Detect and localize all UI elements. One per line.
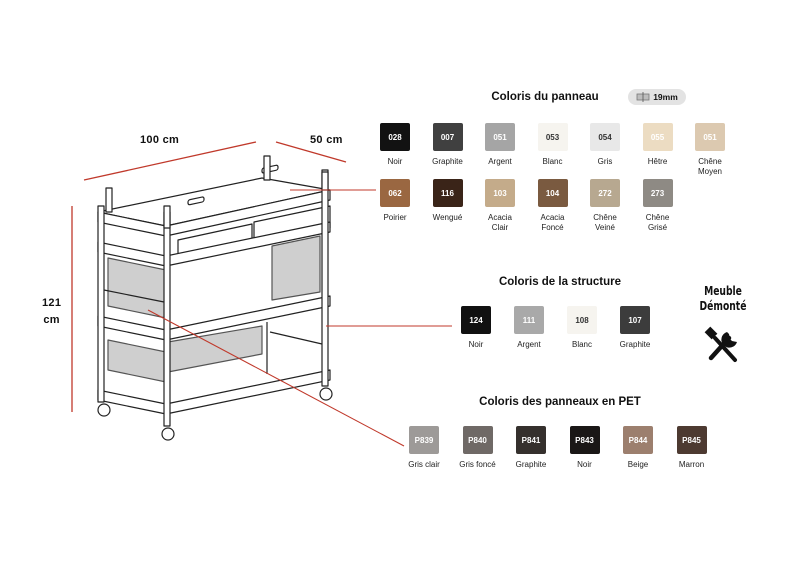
panel-color-swatch-name: Graphite: [432, 157, 463, 166]
panel-color-swatch-code: 273: [642, 179, 673, 207]
structure-color-swatch-name: Argent: [517, 340, 541, 349]
pet-color-swatch-name: Gris clair: [408, 460, 440, 469]
panel-color-swatch-code: 103: [485, 179, 515, 207]
panel-color-swatch-name: Argent: [488, 157, 512, 166]
structure-colors-title: Coloris de la structure: [498, 276, 622, 288]
rail-1: [269, 331, 323, 345]
structure-color-swatch-code: 111: [514, 306, 544, 334]
dimension-lines: [71, 141, 347, 412]
wheel-1: [97, 403, 111, 417]
pet-color-swatch-code: P845: [676, 426, 707, 454]
panel-color-swatch-name: Poirier: [383, 213, 407, 222]
pet-color-swatch-name: Marron: [678, 460, 705, 469]
panel-color-swatch-code: 051: [485, 123, 515, 151]
wheel-3: [319, 387, 333, 401]
panel-color-swatch-code: 104: [537, 179, 568, 207]
shelf-4: [97, 369, 331, 415]
panel-color-swatch-code: 051: [695, 123, 725, 151]
pet-color-swatch-name: Gris foncé: [459, 460, 496, 469]
structure-color-swatch-code: 108: [567, 306, 597, 334]
depth-line: [275, 141, 347, 163]
panel-color-swatch-name: Wengué: [432, 213, 463, 222]
callout-lines: [147, 189, 452, 447]
panel-color-swatch-name: Acacia Foncé: [540, 213, 565, 232]
structure-color-swatch-code: 107: [620, 306, 650, 334]
wheel-2: [161, 427, 175, 441]
panel-colors-title: Coloris du panneau: [491, 91, 599, 103]
panel-color-swatch-code: 062: [380, 179, 410, 207]
pet-panel-right-upper: [271, 235, 321, 301]
post-front-left: [97, 205, 105, 403]
post-top-2: [163, 205, 171, 229]
panel-color-swatch-name: Gris: [597, 157, 613, 166]
post-top-3: [321, 171, 329, 191]
panel-color-swatch-name: Noir: [387, 157, 403, 166]
height-label: 121 cm: [42, 297, 62, 326]
pet-color-swatch-code: P844: [623, 426, 653, 454]
panel-color-swatch-name: Chêne Veiné: [593, 213, 617, 232]
pet-color-swatch-name: Noir: [577, 460, 592, 469]
pet-panel-left-lower: [107, 339, 167, 383]
pet-color-swatch-code: P843: [569, 426, 600, 454]
pet-color-swatch-code: P839: [409, 426, 439, 454]
pet-color-swatch-name: Graphite: [515, 460, 547, 469]
panel-color-swatch-name: Chêne Grisé: [645, 213, 670, 232]
structure-color-swatch-name: Graphite: [619, 340, 651, 349]
drawer-left-handle: [187, 196, 205, 206]
panel-color-swatch-code: 272: [590, 179, 620, 207]
panel-color-swatch-name: Acacia Clair: [487, 213, 512, 232]
panel-color-swatch-code: 055: [642, 123, 673, 151]
pet-colors-title: Coloris des panneaux en PET: [479, 396, 641, 408]
post-back-right: [321, 169, 329, 387]
structure-color-swatch-code: 124: [461, 306, 491, 334]
panel-color-swatch-code: 028: [380, 123, 410, 151]
width-line: [83, 141, 257, 181]
panel-color-swatch-code: 054: [590, 123, 620, 151]
cart-drawing: [97, 155, 333, 441]
rail-2: [103, 289, 165, 303]
post-back-left: [263, 155, 271, 181]
pet-color-swatch-code: P840: [462, 426, 493, 454]
panel-color-swatch-code: 053: [537, 123, 568, 151]
callout-pet: [147, 309, 405, 447]
assembly-label: Meuble Démonté: [699, 284, 747, 313]
thickness-badge: 19mm: [628, 89, 686, 105]
structure-color-swatch-name: Noir: [468, 340, 484, 349]
panel-color-swatch-code: 116: [432, 179, 463, 207]
pet-panel-left-upper: [107, 257, 167, 319]
thickness-icon: [636, 92, 650, 102]
depth-label: 50 cm: [310, 134, 343, 146]
structure-color-swatch-name: Blanc: [571, 340, 592, 349]
thickness-value: 19mm: [653, 92, 678, 102]
width-label: 100 cm: [140, 134, 180, 146]
pet-color-swatch-name: Beige: [627, 460, 649, 469]
post-top-1: [105, 187, 113, 213]
panel-color-swatch-name: Hêtre: [647, 157, 668, 166]
panel-color-swatch-name: Chêne Moyen: [697, 157, 722, 176]
panel-color-swatch-code: 007: [432, 123, 463, 151]
panel-color-swatch-name: Blanc: [542, 157, 563, 166]
wrench-screwdriver-icon: [704, 326, 737, 362]
pet-color-swatch-code: P841: [516, 426, 546, 454]
